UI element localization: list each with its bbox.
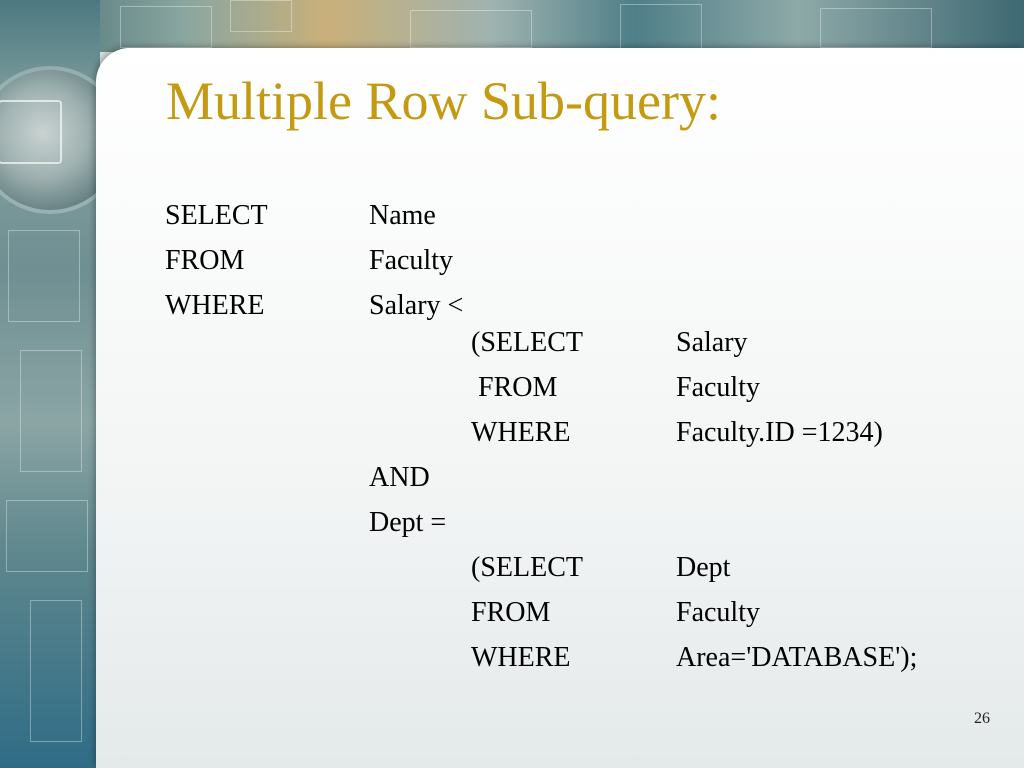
- subquery1-where-value: Faculty.ID =1234): [676, 417, 883, 448]
- subquery2-where-keyword: WHERE: [471, 642, 571, 673]
- select-value: Name: [369, 200, 436, 231]
- circuit-chip-icon: [0, 70, 100, 210]
- subquery1-where-keyword: WHERE: [471, 417, 571, 448]
- decorative-left-border: [0, 0, 100, 768]
- page-number: 26: [974, 710, 990, 727]
- subquery2-select-keyword: (SELECT: [471, 552, 583, 583]
- from-value: Faculty: [369, 245, 453, 276]
- decorative-top-border: [0, 0, 1024, 52]
- keyword-from: FROM: [165, 245, 245, 276]
- slide-content-panel: [96, 48, 1024, 768]
- keyword-select: SELECT: [165, 200, 268, 231]
- subquery1-select-value: Salary: [676, 327, 748, 358]
- keyword-where: WHERE: [165, 290, 265, 321]
- subquery1-from-keyword: FROM: [471, 372, 558, 403]
- dept-expression: Dept =: [369, 507, 447, 538]
- where-value: Salary <: [369, 290, 464, 321]
- subquery2-from-value: Faculty: [676, 597, 760, 628]
- slide-title: Multiple Row Sub-query:: [166, 71, 721, 131]
- subquery2-select-value: Dept: [676, 552, 731, 583]
- subquery1-from-value: Faculty: [676, 372, 760, 403]
- subquery2-where-value: Area='DATABASE');: [676, 642, 918, 673]
- subquery1-select-keyword: (SELECT: [471, 327, 583, 358]
- subquery2-from-keyword: FROM: [471, 597, 551, 628]
- keyword-and: AND: [369, 462, 430, 493]
